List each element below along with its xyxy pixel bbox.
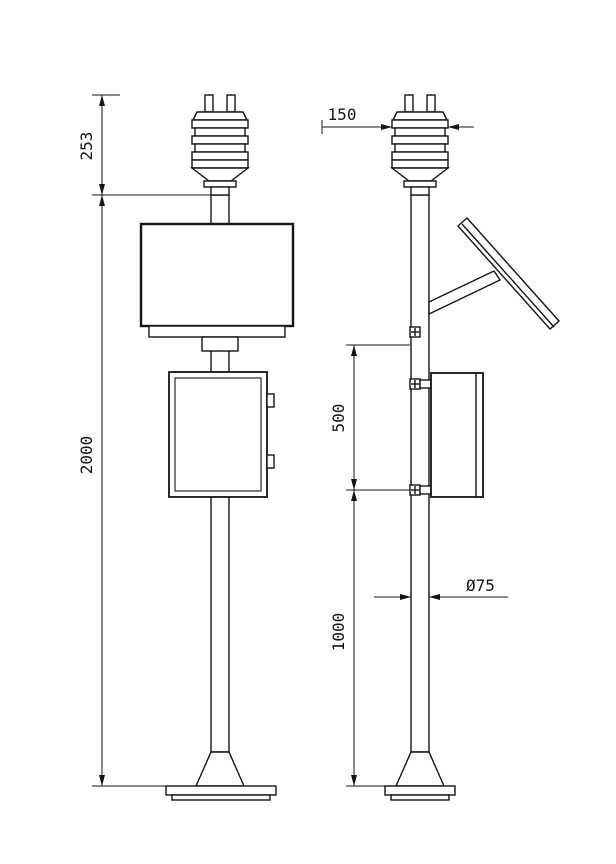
- sensor-top-cap: [191, 111, 249, 121]
- arrowhead: [99, 184, 105, 195]
- display-pole-clamp: [201, 336, 239, 352]
- cabinet-body-side: [430, 372, 484, 498]
- pole-side: [410, 194, 430, 753]
- cabinet-bracket-top: [419, 379, 432, 389]
- arrowhead: [99, 95, 105, 106]
- side-view: [384, 94, 560, 801]
- arrowhead: [351, 775, 357, 786]
- cabinet-hinge-bottom: [266, 454, 275, 469]
- sensor-flange: [203, 180, 237, 188]
- louver-plate: [191, 159, 249, 169]
- base-side: [384, 751, 456, 801]
- sensor-flange: [403, 180, 437, 188]
- arrowhead: [400, 594, 411, 600]
- arrowhead: [351, 479, 357, 490]
- sensor-cone: [189, 167, 251, 182]
- sensor-neck: [410, 186, 430, 196]
- louver-plate: [194, 143, 246, 153]
- sensor-prong-right: [426, 94, 436, 113]
- louver-plate: [194, 127, 246, 137]
- base-plate-side: [384, 785, 456, 796]
- dim-sensor-height-and-total: 253 2000: [77, 94, 211, 787]
- solar-panel: [457, 217, 560, 330]
- dim-sensor-width: 150: [321, 105, 474, 134]
- sensor-cone: [389, 167, 451, 182]
- louver-plate: [391, 135, 449, 145]
- front-view: [139, 94, 295, 801]
- sensor-width-dim-label: 150: [328, 105, 357, 124]
- weather-sensor-side: [389, 94, 451, 196]
- arrowhead: [351, 490, 357, 501]
- arrowhead: [429, 594, 440, 600]
- dim-sections: 500 1000: [329, 344, 410, 787]
- base-flare-side: [394, 751, 446, 787]
- display-board-front: [139, 222, 295, 352]
- louver-plate: [191, 119, 249, 129]
- cabinet-section-dim-label: 500: [329, 404, 348, 433]
- cabinet-side: [430, 372, 484, 498]
- arrowhead: [99, 775, 105, 786]
- louver-plate: [191, 135, 249, 145]
- arrowhead: [351, 345, 357, 356]
- display-panel: [139, 222, 295, 328]
- louver-plate: [394, 127, 446, 137]
- total-height-dim-label: 2000: [77, 436, 96, 475]
- base-plate-lip-front: [171, 794, 271, 801]
- sensor-neck: [210, 186, 230, 196]
- arrowhead: [99, 195, 105, 206]
- louver-plate: [391, 119, 449, 129]
- pole-clamps: [409, 326, 432, 496]
- sensor-prong-left: [404, 94, 414, 113]
- cabinet-front: [168, 371, 275, 498]
- louver-plate: [394, 143, 446, 153]
- arrowhead: [448, 124, 459, 130]
- sensor-prong-left: [204, 94, 214, 113]
- lower-section-dim-label: 1000: [329, 613, 348, 652]
- dim-pole-diameter: Ø75: [374, 576, 508, 600]
- louver-plate: [191, 151, 249, 161]
- base-plate-lip-side: [390, 794, 450, 801]
- solar-panel-assembly: [428, 217, 560, 330]
- solar-panel-frame-line: [461, 223, 555, 328]
- sensor-prong-right: [226, 94, 236, 113]
- pole-diameter-dim-label: Ø75: [466, 576, 495, 595]
- solar-panel-bracket: [428, 270, 502, 316]
- base-front: [165, 751, 277, 801]
- louver-plate: [391, 159, 449, 169]
- sensor-height-dim-label: 253: [77, 132, 96, 161]
- cabinet-door: [174, 377, 262, 492]
- base-flare-front: [194, 751, 246, 787]
- sensor-top-cap: [391, 111, 449, 121]
- dimensions: 253 2000 150 500 1000: [77, 94, 508, 787]
- cabinet-bracket-bottom: [419, 485, 432, 495]
- arrowhead: [381, 124, 392, 130]
- weather-sensor-front: [189, 94, 251, 196]
- cabinet-hinge-top: [266, 393, 275, 408]
- base-plate-front: [165, 785, 277, 796]
- louver-plate: [391, 151, 449, 161]
- display-bottom-bar: [148, 325, 286, 338]
